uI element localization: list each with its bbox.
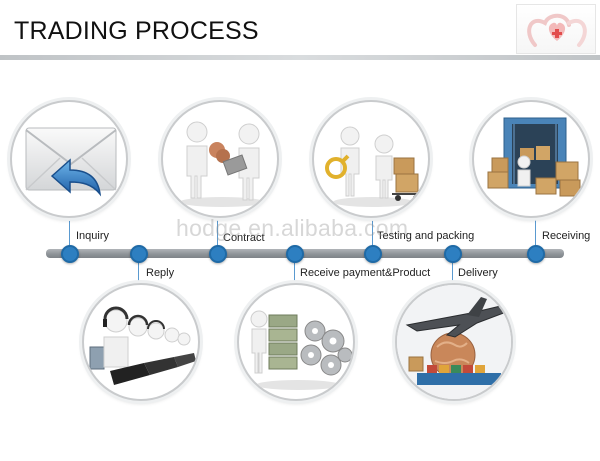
tick-receiving	[535, 218, 536, 251]
timeline-dot-contract	[209, 245, 227, 263]
step-label-reply: Reply	[146, 267, 175, 279]
step-image-inquiry	[10, 100, 128, 218]
step-label-delivery: Delivery	[458, 267, 498, 279]
step-label-contract: Contract	[223, 232, 265, 244]
timeline-dot-payment	[286, 245, 304, 263]
step-image-testing	[312, 100, 430, 218]
step-label-receiving: Receiving	[542, 230, 591, 242]
timeline-bar	[46, 249, 564, 258]
call-center-icon	[89, 306, 196, 385]
tick-inquiry	[69, 218, 70, 251]
warehouse-boxes-icon	[487, 117, 581, 197]
timeline-dot-inquiry	[61, 245, 79, 263]
watermark-text: hodge.en.alibaba.com	[176, 215, 409, 241]
tick-testing	[372, 218, 373, 251]
timeline-dot-receiving	[527, 245, 545, 263]
tick-reply	[138, 256, 139, 282]
page-title: TRADING PROCESS	[14, 17, 259, 45]
timeline-dot-reply	[130, 245, 148, 263]
tick-contract	[217, 218, 218, 251]
envelope-reply-icon	[25, 127, 117, 197]
header: TRADING PROCESS	[0, 0, 600, 60]
tick-delivery	[452, 256, 453, 282]
timeline-dot-delivery	[444, 245, 462, 263]
step-image-delivery	[395, 283, 513, 401]
heart-hands-icon	[527, 13, 587, 47]
airplane-globe-icon	[397, 285, 511, 399]
magnifier-boxes-icon	[325, 126, 420, 207]
tick-payment	[294, 256, 295, 282]
money-gears-icon	[250, 310, 353, 390]
step-label-payment: Receive payment&Product	[300, 267, 431, 279]
step-label-inquiry: Inquiry	[76, 230, 110, 242]
timeline-dot-testing	[364, 245, 382, 263]
step-image-contract	[161, 100, 279, 218]
step-label-testing: Testing and packing	[377, 230, 475, 242]
brand-logo	[516, 4, 596, 54]
header-divider	[0, 55, 600, 60]
step-image-payment	[237, 283, 355, 401]
step-image-reply	[82, 283, 200, 401]
handshake-contract-icon	[180, 121, 264, 207]
step-image-receiving	[472, 100, 590, 218]
